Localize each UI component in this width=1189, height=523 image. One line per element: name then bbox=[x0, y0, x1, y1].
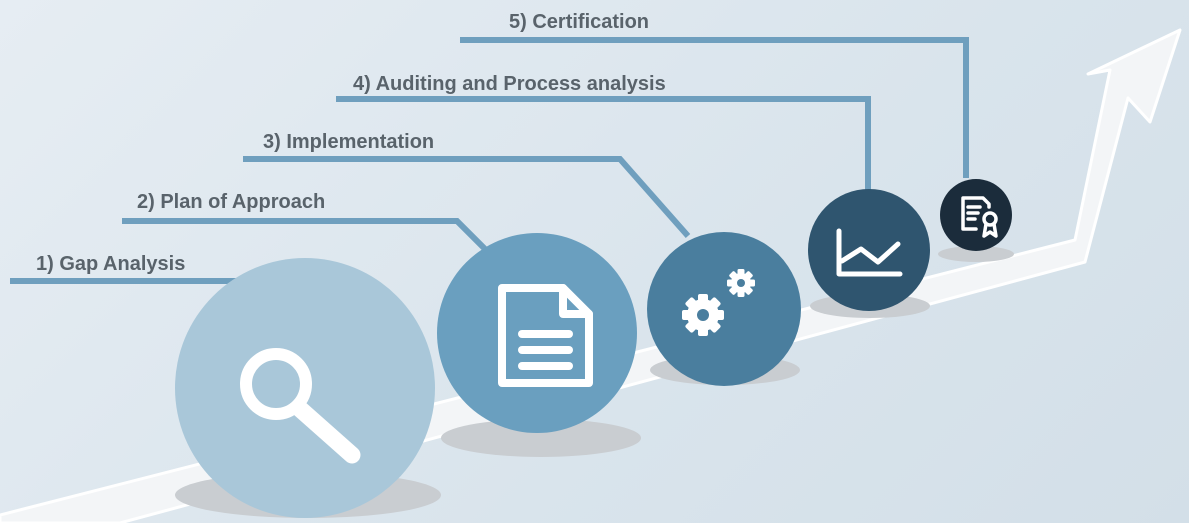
leader-line-3 bbox=[243, 156, 691, 238]
step-label-2: 2) Plan of Approach bbox=[137, 191, 326, 213]
document-icon bbox=[498, 284, 593, 387]
certificate-icon bbox=[961, 196, 998, 238]
chart-icon bbox=[836, 228, 903, 277]
shadow-5 bbox=[938, 246, 1014, 262]
step-label-3: 3) Implementation bbox=[263, 131, 435, 153]
step-circle-3 bbox=[647, 232, 801, 386]
progress-arrow bbox=[0, 28, 1182, 523]
shadow-2 bbox=[441, 419, 641, 457]
step-circle-4 bbox=[808, 189, 930, 311]
step-label-4: 4) Auditing and Process analysis bbox=[353, 73, 666, 95]
step-label-1: 1) Gap Analysis bbox=[36, 253, 186, 275]
search-icon bbox=[240, 348, 361, 464]
step-label-5: 5) Certification bbox=[509, 11, 650, 33]
gears-icon bbox=[682, 269, 755, 336]
leader-line-4 bbox=[336, 96, 871, 194]
step-circle-5 bbox=[940, 179, 1012, 251]
leader-line-5 bbox=[460, 37, 969, 178]
